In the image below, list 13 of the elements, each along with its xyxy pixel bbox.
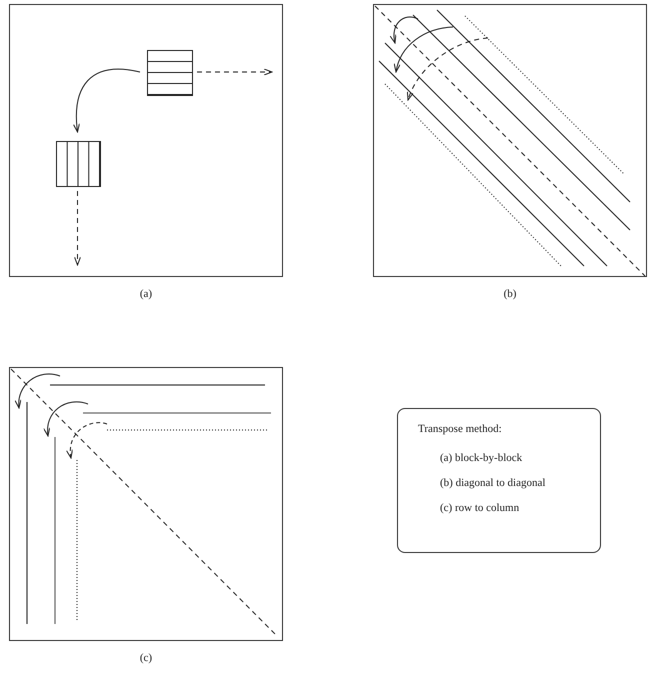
arrow [74, 190, 81, 266]
legend-item: (c) row to column [440, 502, 520, 514]
panel-caption: (c) [138, 652, 154, 664]
arrow [196, 68, 272, 76]
panel-caption: (b) [502, 288, 518, 300]
row-block [147, 50, 193, 96]
panel-caption: (a) [138, 288, 154, 300]
legend-item: (a) block-by-block [440, 452, 524, 464]
legend-heading: Transpose method: [418, 423, 503, 435]
legend-box [397, 408, 601, 553]
legend-item: (b) diagonal to diagonal [440, 477, 546, 489]
arrow [73, 68, 140, 132]
column-block [56, 141, 101, 187]
